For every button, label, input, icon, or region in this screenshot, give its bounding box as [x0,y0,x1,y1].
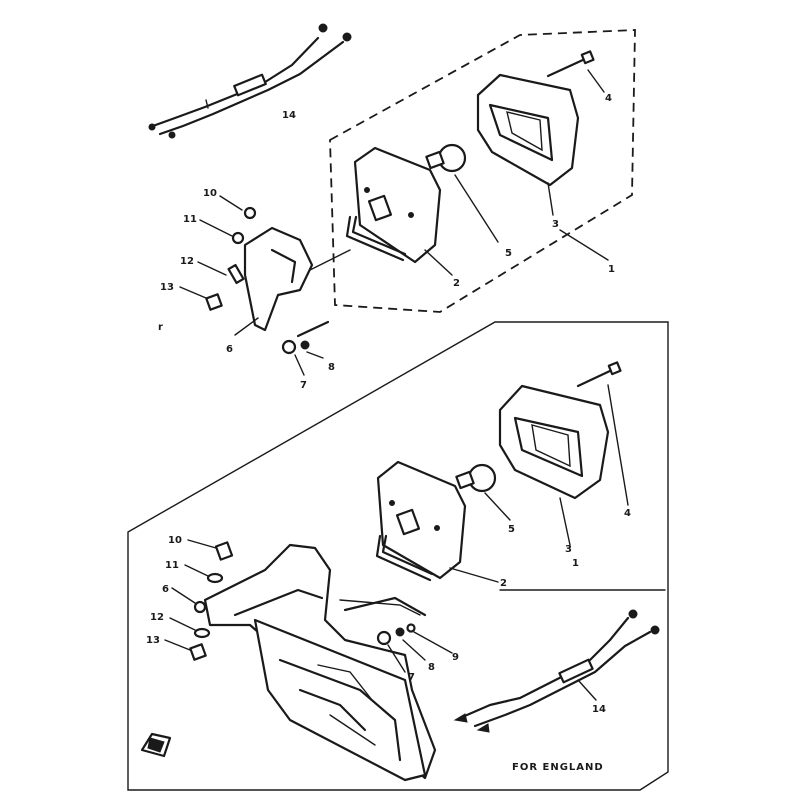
callout-bottom-1: 1 [572,558,579,569]
callout-top-8: 8 [328,362,335,373]
callout-top-4: 4 [605,93,612,104]
callout-bottom-13: 13 [146,635,160,646]
lens-cover-bottom [498,384,610,546]
callout-bottom-14: 14 [592,704,606,715]
bolt-bottom [576,361,629,506]
callout-top-12: 12 [180,256,194,267]
callout-bottom-4: 4 [624,508,631,519]
hardware-top [179,195,257,311]
callout-top-13: 13 [160,282,174,293]
callout-bottom-3: 3 [565,544,572,555]
wire-harness-bottom [453,609,660,733]
base-plate-top [345,146,453,276]
small-clip-part [140,732,172,758]
callout-top-10: 10 [203,188,217,199]
callout-top-14: 14 [282,110,296,121]
callout-top-11: 11 [183,214,197,225]
callout-top-5: 5 [505,248,512,259]
wire-harness-top [148,23,352,139]
callout-bottom-6: 6 [162,584,169,595]
callout-bottom-11: 11 [165,560,179,571]
callout-bottom-12: 12 [150,612,164,623]
callout-bottom-2: 2 [500,578,507,589]
assembly-outline-top [329,29,636,313]
bottom-assembly: 4 5 3 1 2 10 11 6 12 13 9 8 7 14 FOR ENG… [127,321,669,791]
license-bracket [203,543,437,782]
bulb-top [425,143,499,243]
top-assembly: 14 4 3 5 2 1 10 11 12 13 6 7 8 r [148,23,636,391]
callout-bottom-9: 9 [452,652,459,663]
callout-top-6: 6 [226,344,233,355]
bolt-top [546,50,605,93]
screw-washer-bottom [343,596,453,673]
callout-bottom-5: 5 [508,524,515,535]
screw-washer-top [281,320,330,376]
callout-top-7: 7 [300,380,307,391]
callout-top-3: 3 [552,219,559,230]
bulb-bottom [455,463,511,521]
lens-cover-top [476,73,580,216]
callout-top-1: 1 [608,264,615,275]
bracket-top [234,226,314,336]
callout-bottom-8: 8 [428,662,435,673]
assembly-outline-bottom [127,321,669,791]
base-plate-bottom [375,460,499,583]
callout-bottom-10: 10 [168,535,182,546]
callout-top-r: r [158,322,163,333]
callout-bottom-7: 7 [408,672,415,683]
callout-top-2: 2 [453,278,460,289]
hardware-bottom [164,539,234,661]
for-england-caption: FOR ENGLAND [512,762,604,773]
